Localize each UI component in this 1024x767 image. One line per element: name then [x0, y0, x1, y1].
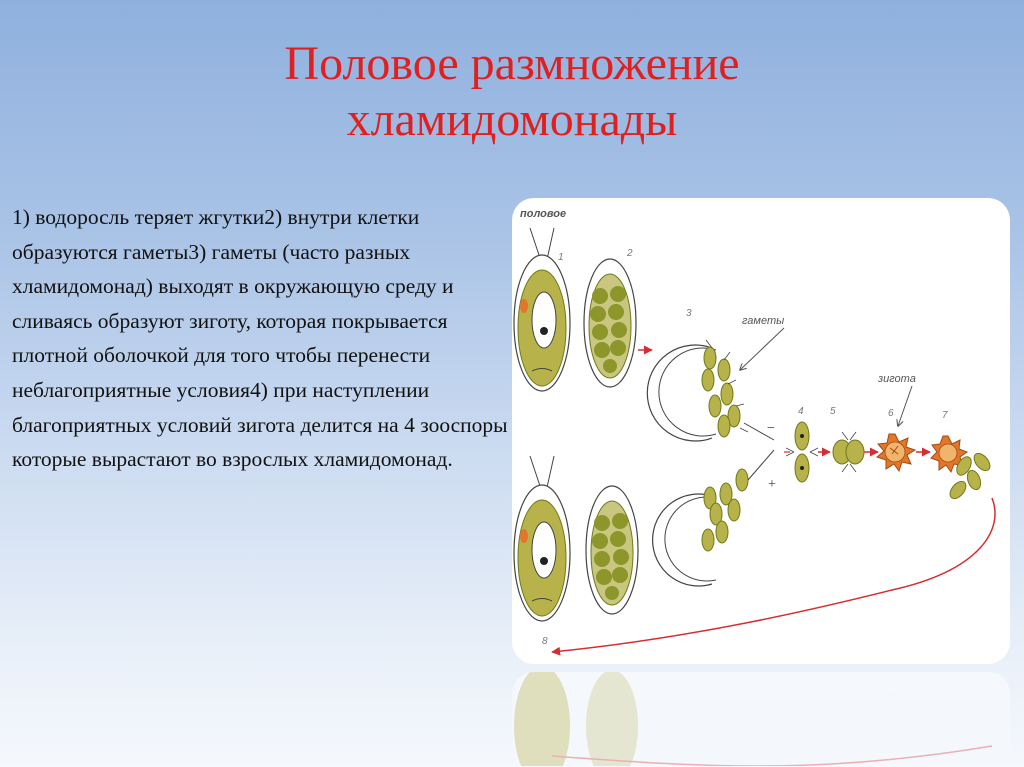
life-cycle-diagram: половое 1 2 — [512, 198, 1010, 664]
top-mother-cell — [513, 227, 571, 392]
title-line-2: хламидомонады — [346, 93, 678, 146]
slide-title: Половое размножение хламидомонады — [0, 36, 1024, 148]
plus-sign: + — [768, 477, 776, 492]
early-zygote — [832, 431, 865, 473]
diagram-svg: половое 1 2 — [513, 208, 996, 656]
header-label: половое — [520, 208, 566, 220]
bottom-gamete-cell — [585, 485, 639, 615]
stage-number-5: 5 — [830, 406, 836, 417]
fusing-gametes — [785, 421, 819, 483]
germinating-zygote — [930, 435, 991, 500]
spiny-zygote — [876, 433, 917, 473]
stage-number-4: 4 — [798, 406, 804, 417]
bottom-mother-cell — [513, 455, 571, 622]
title-line-1: Половое размножение — [284, 37, 740, 90]
zygote-label: зигота — [877, 373, 916, 385]
return-arrow — [551, 497, 996, 656]
minus-sign: − — [767, 421, 775, 436]
bottom-released-gametes — [652, 468, 749, 587]
stage-number-1: 1 — [558, 252, 564, 263]
top-gamete-cell — [583, 258, 637, 388]
top-released-gametes — [646, 339, 749, 442]
stage-number-7: 7 — [942, 410, 948, 421]
gametes-label: гаметы — [742, 315, 784, 327]
stage-number-2: 2 — [626, 248, 633, 259]
description-text: 1) водоросль теряет жгутки2) внутри клет… — [12, 205, 508, 472]
reflection-svg — [514, 672, 993, 767]
stage-number-6: 6 — [888, 408, 894, 419]
stage-number-8: 8 — [542, 636, 548, 647]
stage-number-3: 3 — [686, 308, 692, 319]
figure-reflection — [512, 672, 1010, 767]
